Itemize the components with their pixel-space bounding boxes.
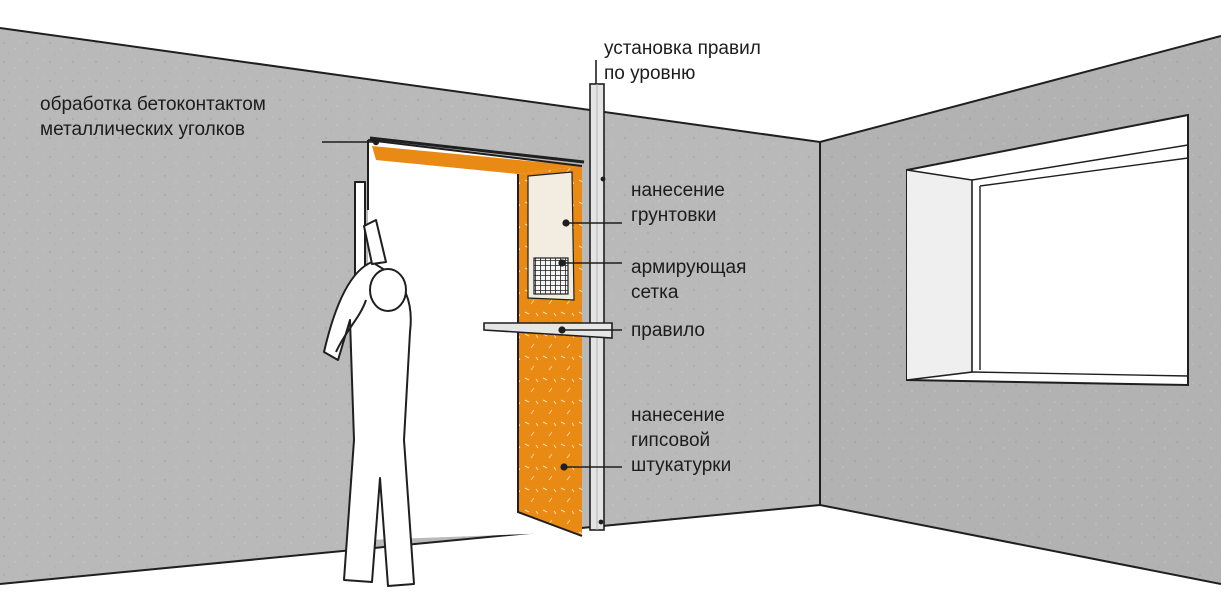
rule-fastener-top xyxy=(600,176,606,182)
wall-outline xyxy=(0,27,1221,585)
label-corners-treatment-line2: металлических уголков xyxy=(40,119,245,140)
horizontal-rule-tool xyxy=(483,322,613,339)
label-rule: правило xyxy=(631,318,705,343)
label-primer-line2: грунтовки xyxy=(631,205,717,226)
window-reveal xyxy=(906,169,973,381)
doorway-outline xyxy=(367,139,583,537)
leader-lines xyxy=(322,60,622,471)
window xyxy=(906,113,1189,387)
label-plaster-line1: нанесение xyxy=(631,405,725,426)
label-rule-leveling: установка правил по уровню xyxy=(604,36,761,86)
label-primer: нанесение грунтовки xyxy=(631,178,725,228)
worker-head xyxy=(369,268,407,312)
worker-figure xyxy=(323,181,415,587)
doorway xyxy=(367,136,585,540)
label-plaster: нанесение гипсовой штукатурки xyxy=(631,403,731,478)
worker-shoulder xyxy=(335,299,367,353)
horizontal-rule-bar xyxy=(483,322,613,339)
window-frame xyxy=(971,144,1189,377)
label-rule-leveling-line1: установка правил xyxy=(604,38,761,59)
rule-fastener-bottom xyxy=(598,519,604,525)
label-mesh-line2: сетка xyxy=(631,282,679,303)
label-corners-treatment: обработка бетоконтактом металлических уг… xyxy=(40,92,266,142)
vertical-rule xyxy=(589,83,606,531)
label-rule-leveling-line2: по уровню xyxy=(604,63,696,84)
worker-raised-arm xyxy=(363,219,387,265)
label-rule-line1: правило xyxy=(631,320,705,341)
label-mesh-line1: армирующая xyxy=(631,257,747,278)
label-corners-treatment-line1: обработка бетоконтактом xyxy=(40,94,266,115)
label-primer-line1: нанесение xyxy=(631,180,725,201)
metal-corner-top xyxy=(369,136,585,164)
label-plaster-line2: гипсовой xyxy=(631,430,711,451)
label-plaster-line3: штукатурки xyxy=(631,455,732,476)
label-mesh: армирующая сетка xyxy=(631,255,746,305)
lintel-plaster xyxy=(372,146,582,174)
